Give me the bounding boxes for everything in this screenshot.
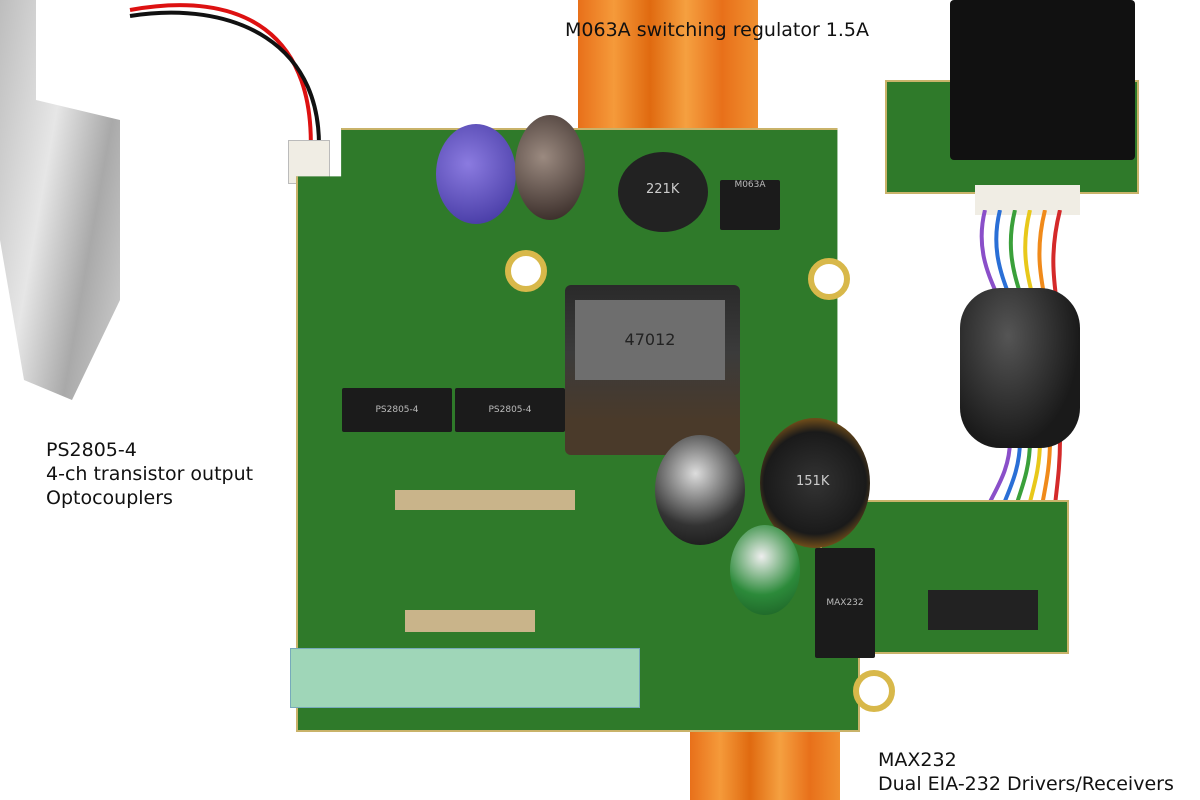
mounting-hole — [853, 670, 895, 712]
optocoupler-2: PS2805-4 — [455, 388, 565, 432]
inductor1-marking: 221K — [646, 182, 680, 197]
optocoupler-annotation: PS2805-4 4-ch transistor output Optocoup… — [46, 438, 253, 510]
max232-annotation: MAX232 Dual EIA-232 Drivers/Receivers — [878, 748, 1174, 796]
mounting-hole — [808, 258, 850, 300]
metal-bracket — [0, 0, 120, 400]
inductor-221k: 221K — [618, 152, 708, 232]
smd-resistor-row — [405, 610, 535, 632]
mounting-hole — [505, 250, 547, 292]
ferrite-bead — [960, 288, 1080, 448]
max232-chip-marking: MAX232 — [826, 598, 864, 608]
transformer-label: 47012 — [575, 300, 725, 380]
rj-connector — [950, 0, 1135, 160]
max232-line-2: Dual EIA-232 Drivers/Receivers — [878, 773, 1174, 795]
smd-resistor-row — [395, 490, 575, 510]
regulator-chip-marking: M063A — [734, 180, 766, 190]
capacitor-silver — [655, 435, 745, 545]
power-wires — [129, 3, 321, 166]
opto-line-1: PS2805-4 — [46, 439, 137, 461]
inductor2-marking: 151K — [796, 474, 830, 489]
regulator-annotation: M063A switching regulator 1.5A — [565, 19, 870, 41]
opto-line-2: 4-ch transistor output — [46, 463, 254, 485]
capacitor-green — [730, 525, 800, 615]
inductor-151k: 151K — [760, 418, 870, 548]
max232-chip: MAX232 — [815, 548, 875, 658]
flex-cable-top — [578, 0, 758, 140]
transformer: 47012 — [565, 285, 740, 455]
opto2-marking: PS2805-4 — [488, 405, 532, 415]
opto1-marking: PS2805-4 — [375, 405, 419, 415]
capacitor-purple — [436, 124, 516, 224]
smd-cap-row — [928, 590, 1038, 630]
ribbon-connector — [975, 185, 1080, 215]
regulator-chip: M063A — [720, 180, 780, 230]
capacitor-brown — [515, 115, 585, 220]
opto-line-3: Optocouplers — [46, 487, 173, 509]
max232-line-1: MAX232 — [878, 749, 957, 771]
led-header — [290, 648, 640, 708]
optocoupler-1: PS2805-4 — [342, 388, 452, 432]
